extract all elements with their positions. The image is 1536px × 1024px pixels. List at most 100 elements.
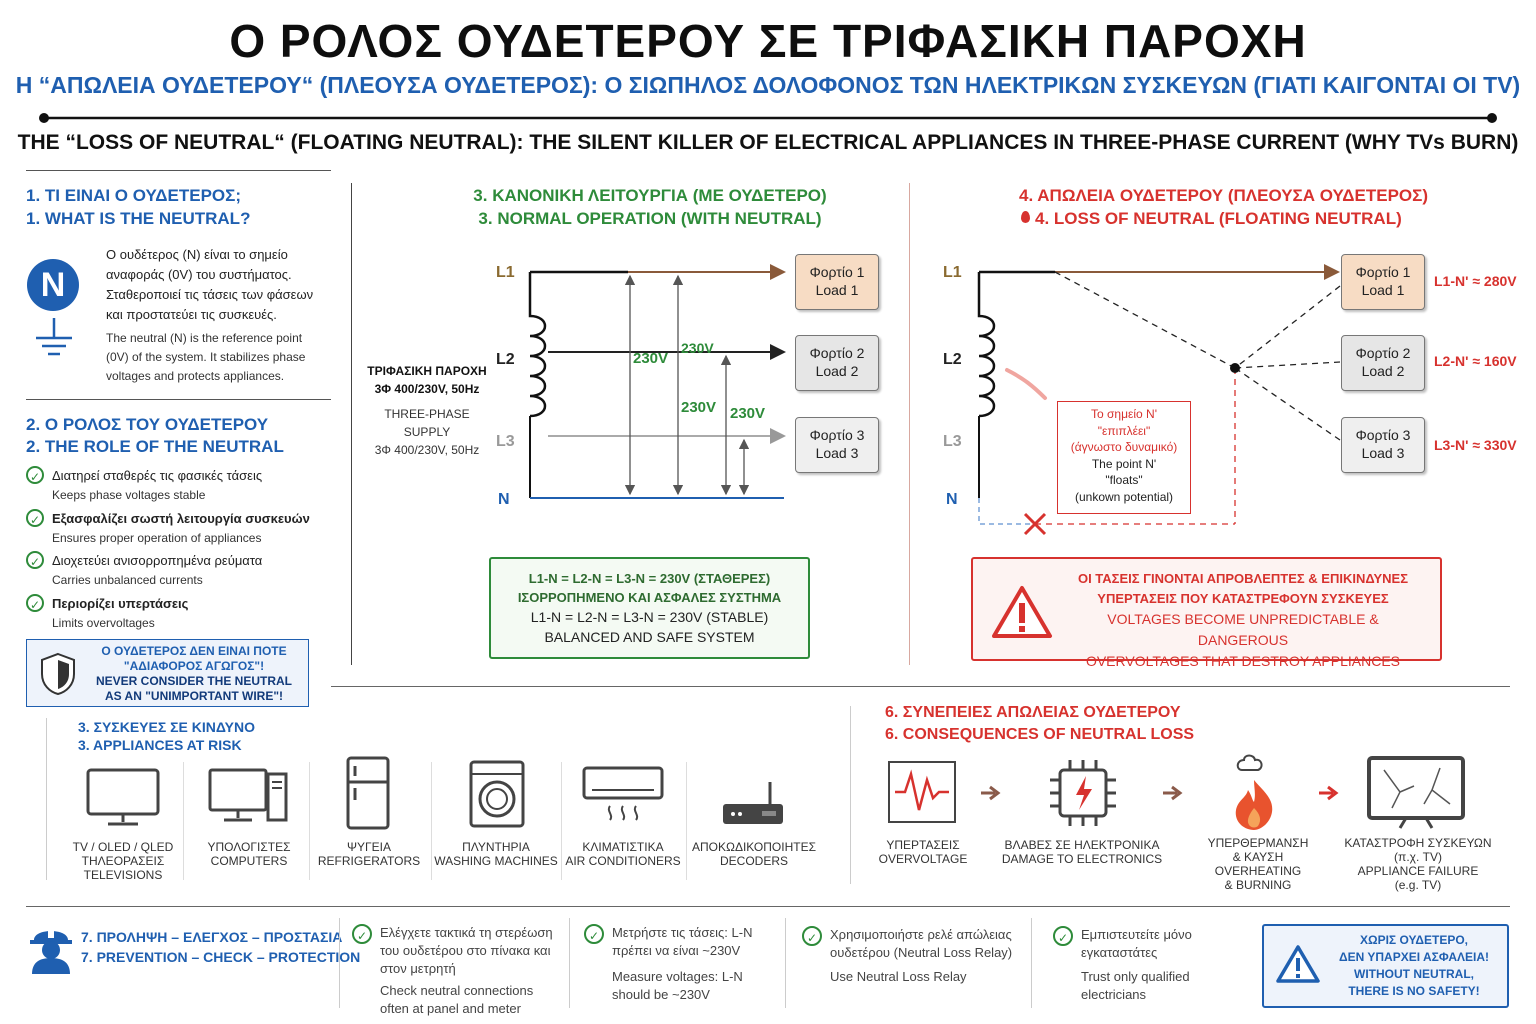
- note-en: The point N': [1091, 456, 1157, 471]
- appliance-label-line: ΠΛΥΝΤΗΡΙΑ: [462, 840, 530, 854]
- result-line: L1-N = L2-N = L3-N = 230V (STABLE): [530, 609, 769, 625]
- voltage-label: 230V: [681, 399, 717, 416]
- bottom-rule: [26, 906, 1510, 907]
- normal-result-box: L1-N = L2-N = L3-N = 230V (ΣΤΑΘΕΡΕΣ) ΙΣΟ…: [489, 557, 810, 659]
- prevention-en: Use Neutral Loss Relay: [830, 969, 967, 984]
- final-warning-line: THERE IS NO SAFETY!: [1348, 984, 1480, 998]
- load-label-en: Load 2: [1361, 363, 1405, 379]
- column-divider: [351, 183, 352, 665]
- l1-label: L1: [496, 264, 515, 281]
- prevention-heading-gr: 7. ΠΡΟΛΗΨΗ – ΕΛΕΓΧΟΣ – ΠΡΟΣΤΑΣΙΑ: [81, 929, 343, 945]
- role-item-gr: Διατηρεί σταθερές τις φασικές τάσεις: [52, 468, 263, 483]
- danger-line: ΥΠΕΡΤΑΣΕΙΣ ΠΟΥ ΚΑΤΑΣΤΡΕΦΟΥΝ ΣΥΣΚΕΥΕΣ: [1097, 591, 1389, 606]
- prevention-divider: [785, 918, 786, 1008]
- shield-icon: [41, 652, 75, 696]
- role-item-gr: Εξασφαλίζει σωστή λειτουργία συσκευών: [52, 511, 310, 526]
- consequence-label: & ΚΑΥΣΗ: [1232, 850, 1284, 864]
- section1-heading-gr: 1. ΤΙ ΕΙΝΑΙ Ο ΟΥΔΕΤΕΡΟΣ;: [26, 186, 241, 205]
- consequence-label: ΒΛΑΒΕΣ ΣΕ ΗΛΕΚΤΡΟΝΙΚΑ: [1004, 838, 1160, 852]
- check-icon: ✓: [1053, 926, 1073, 946]
- result-line: L1-N = L2-N = L3-N = 230V (ΣΤΑΘΕΡΕΣ): [528, 571, 771, 586]
- section2-heading-gr: 2. Ο ΡΟΛΟΣ ΤΟΥ ΟΥΔΕΤΕΡΟΥ: [26, 415, 269, 434]
- ground-icon: [36, 318, 72, 356]
- section1-heading-en: 1. WHAT IS THE NEUTRAL?: [26, 209, 251, 228]
- appliance-label-line: TELEVISIONS: [83, 868, 163, 882]
- load-2-box: Φορτίο 2 Load 2: [1341, 335, 1425, 391]
- section4-heading-gr: 4. ΑΠΩΛΕΙΑ ΟΥΔΕΤΕΡΟΥ (ΠΛΕΟΥΣΑ ΟΥΔΕΤΕΡΟΣ): [1019, 186, 1428, 205]
- prevention-gr: Μετρήστε τις τάσεις: L-N πρέπει να είναι…: [612, 925, 753, 958]
- load-label-en: Load 3: [1361, 445, 1405, 461]
- prevention-en: Check neutral connections often at panel…: [380, 983, 534, 1016]
- decoder-icon: [723, 782, 783, 824]
- appliance-divider: [561, 762, 562, 880]
- section1-text-en: The neutral (N) is the reference point (…: [106, 331, 306, 383]
- danger-line: ΟΙ ΤΑΣΕΙΣ ΓΙΝΟΝΤΑΙ ΑΠΡΟΒΛΕΠΤΕΣ & ΕΠΙΚΙΝΔ…: [1077, 571, 1409, 586]
- check-icon: ✓: [26, 551, 44, 569]
- warning-en-line1: NEVER CONSIDER THE NEUTRAL: [95, 674, 292, 688]
- prevention-gr: Χρησιμοποιήστε ρελέ απώλειας ουδετέρου (…: [830, 927, 1013, 960]
- consequence-label: (π.χ. TV): [1394, 850, 1442, 864]
- load-label-gr: Φορτίο 2: [1355, 345, 1411, 361]
- voltage-readout: L1-N' ≈ 280V: [1434, 273, 1517, 289]
- appliance-label-line: ΑΠΟΚΩΔΙΚΟΠΟΙΗΤΕΣ: [691, 840, 817, 854]
- appliance-label-line: AIR CONDITIONERS: [565, 854, 681, 868]
- warning-triangle-icon: [992, 586, 1052, 638]
- check-icon: ✓: [26, 594, 44, 612]
- consequence-label: ΥΠΕΡΤΑΣΕΙΣ: [886, 838, 960, 852]
- l3-label: L3: [943, 433, 962, 450]
- chip-damage-icon: [1050, 760, 1116, 826]
- load-label-gr: Φορτίο 1: [1355, 264, 1411, 280]
- supply-gr-line2: 3Φ 400/230V, 50Hz: [374, 382, 480, 396]
- role-item-en: Carries unbalanced currents: [52, 573, 203, 587]
- l3-label: L3: [496, 433, 515, 450]
- middle-rule: [331, 686, 1510, 687]
- n-label: N: [498, 491, 510, 508]
- consequence-label: OVERHEATING: [1214, 864, 1302, 878]
- overvoltage-icon: [888, 761, 956, 823]
- consequence-label: (e.g. TV): [1394, 878, 1442, 892]
- prevention-gr: Εμπιστευτείτε μόνο εγκαταστάτες: [1081, 927, 1192, 960]
- section1-top-rule: [26, 170, 331, 171]
- supply-en-line2: 3Φ 400/230V, 50Hz: [374, 443, 480, 457]
- arrow-right-icon: [981, 785, 1001, 801]
- supply-gr-line1: ΤΡΙΦΑΣΙΚΗ ΠΑΡΟΧΗ: [367, 364, 487, 378]
- prevention-item: ✓ Μετρήστε τις τάσεις: L-N πρέπει να είν…: [584, 924, 772, 1004]
- header-divider: [39, 113, 1497, 123]
- role-item-en: Ensures proper operation of appliances: [52, 531, 262, 545]
- n-label: N: [946, 491, 958, 508]
- appliance-divider: [431, 762, 432, 880]
- english-title: THE “LOSS OF NEUTRAL“ (FLOATING NEUTRAL)…: [17, 131, 1519, 154]
- final-warning-line: ΧΩΡΙΣ ΟΥΔΕΤΕΡΟ,: [1359, 933, 1469, 947]
- danger-line: OVERVOLTAGES THAT DESTROY APPLIANCES: [1085, 653, 1401, 669]
- prevention-divider: [1031, 918, 1032, 1008]
- appliance-label-line: ΨΥΓΕΙΑ: [347, 840, 391, 854]
- load-label-gr: Φορτίο 3: [809, 427, 865, 443]
- consequences-heading-en: 6. CONSEQUENCES OF NEUTRAL LOSS: [885, 726, 1195, 743]
- arrow-right-icon: [1163, 785, 1183, 801]
- air-conditioner-icon: [582, 766, 664, 821]
- section-divider: [850, 706, 851, 884]
- consequence-label: ΚΑΤΑΣΤΡΟΦΗ ΣΥΣΚΕΥΩΝ: [1344, 836, 1492, 850]
- note-gr: (άγνωστο δυναμικό): [1070, 440, 1178, 454]
- appliances-heading-en: 3. APPLIANCES AT RISK: [78, 737, 242, 753]
- prevention-heading-en: 7. PREVENTION – CHECK – PROTECTION: [81, 949, 361, 965]
- note-gr: "επιπλέει": [1097, 423, 1151, 438]
- appliances-heading-gr: 3. ΣΥΣΚΕΥΕΣ ΣΕ ΚΙΝΔΥΝΟ: [78, 719, 255, 735]
- danger-result-box: ΟΙ ΤΑΣΕΙΣ ΓΙΝΟΝΤΑΙ ΑΠΡΟΒΛΕΠΤΕΣ & ΕΠΙΚΙΝΔ…: [971, 557, 1442, 669]
- section3-heading-en: 3. NORMAL OPERATION (WITH NEUTRAL): [478, 209, 822, 228]
- prevention-gr: Ελέγχετε τακτικά τη στερέωση του ουδετέρ…: [380, 925, 553, 976]
- load-label-en: Load 2: [815, 363, 859, 379]
- page-subtitle: Η “ΑΠΩΛΕΙΑ ΟΥΔΕΤΕΡΟΥ“ (ΠΛΕΟΥΣΑ ΟΥΔΕΤΕΡΟΣ…: [15, 72, 1521, 98]
- final-warning-box: ΧΩΡΙΣ ΟΥΔΕΤΕΡΟ, ΔΕΝ ΥΠΑΡΧΕΙ ΑΣΦΑΛΕΙΑ! WI…: [1262, 924, 1509, 1008]
- consequence-label: OVERVOLTAGE: [878, 852, 968, 866]
- final-warning-line: WITHOUT NEUTRAL,: [1354, 967, 1474, 981]
- result-line: BALANCED AND SAFE SYSTEM: [544, 629, 755, 645]
- appliance-divider: [183, 762, 184, 880]
- check-icon: ✓: [26, 509, 44, 527]
